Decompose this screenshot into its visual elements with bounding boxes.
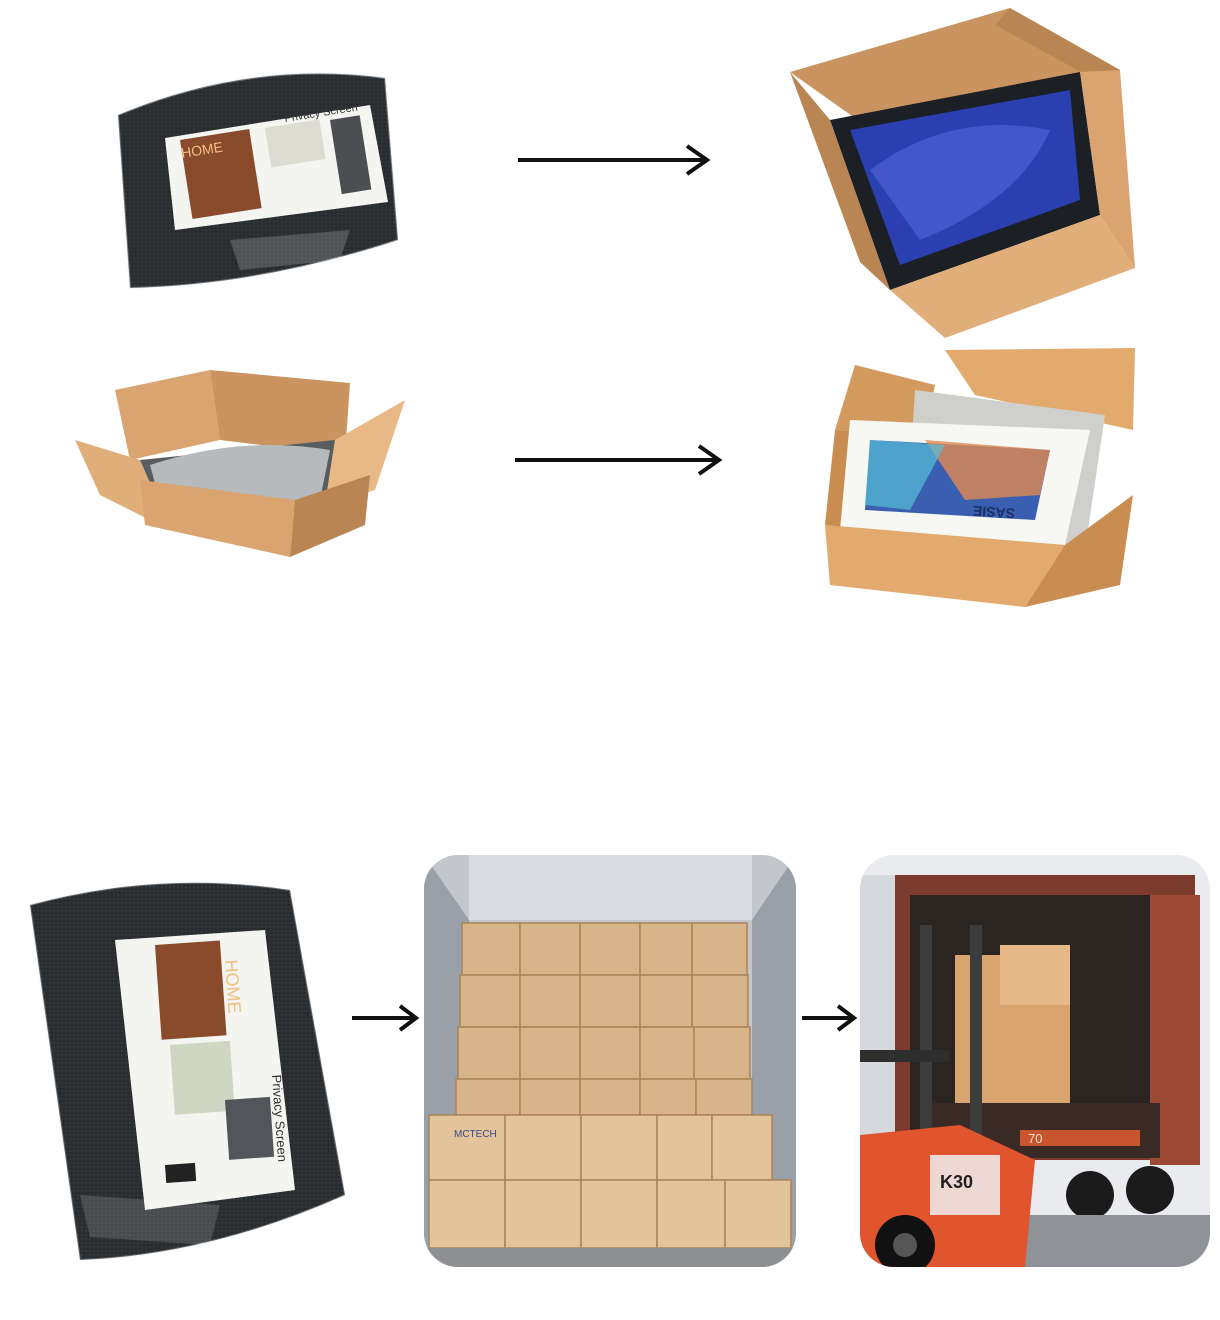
container-number-text: 70 <box>1028 1131 1042 1146</box>
arrow-right-icon <box>518 144 711 176</box>
package-brand-text: HOME <box>180 139 224 161</box>
product-label-title: Privacy Screen <box>269 1074 290 1162</box>
packed-box-photo <box>790 8 1135 338</box>
arrow-right-icon <box>515 444 723 476</box>
arrow-right-icon <box>802 1004 858 1032</box>
box-brand-text: MCTECH <box>454 1129 497 1140</box>
forklift-model-text: K30 <box>940 1172 973 1192</box>
labeled-box-photo: SASIE <box>825 348 1135 607</box>
container-boxes-photo: MCTECH <box>424 855 796 1267</box>
forklift-loading-photo: 70 K30 <box>860 855 1210 1267</box>
arrow-right-icon <box>352 1004 420 1032</box>
product-brand-text: HOME <box>221 959 245 1014</box>
box-label-text: SASIE <box>972 503 1015 522</box>
open-box-photo <box>75 370 405 557</box>
privacy-screen-package-photo: Privacy Screen HOME <box>116 72 400 290</box>
product-package-photo: HOME Privacy Screen <box>28 881 347 1262</box>
